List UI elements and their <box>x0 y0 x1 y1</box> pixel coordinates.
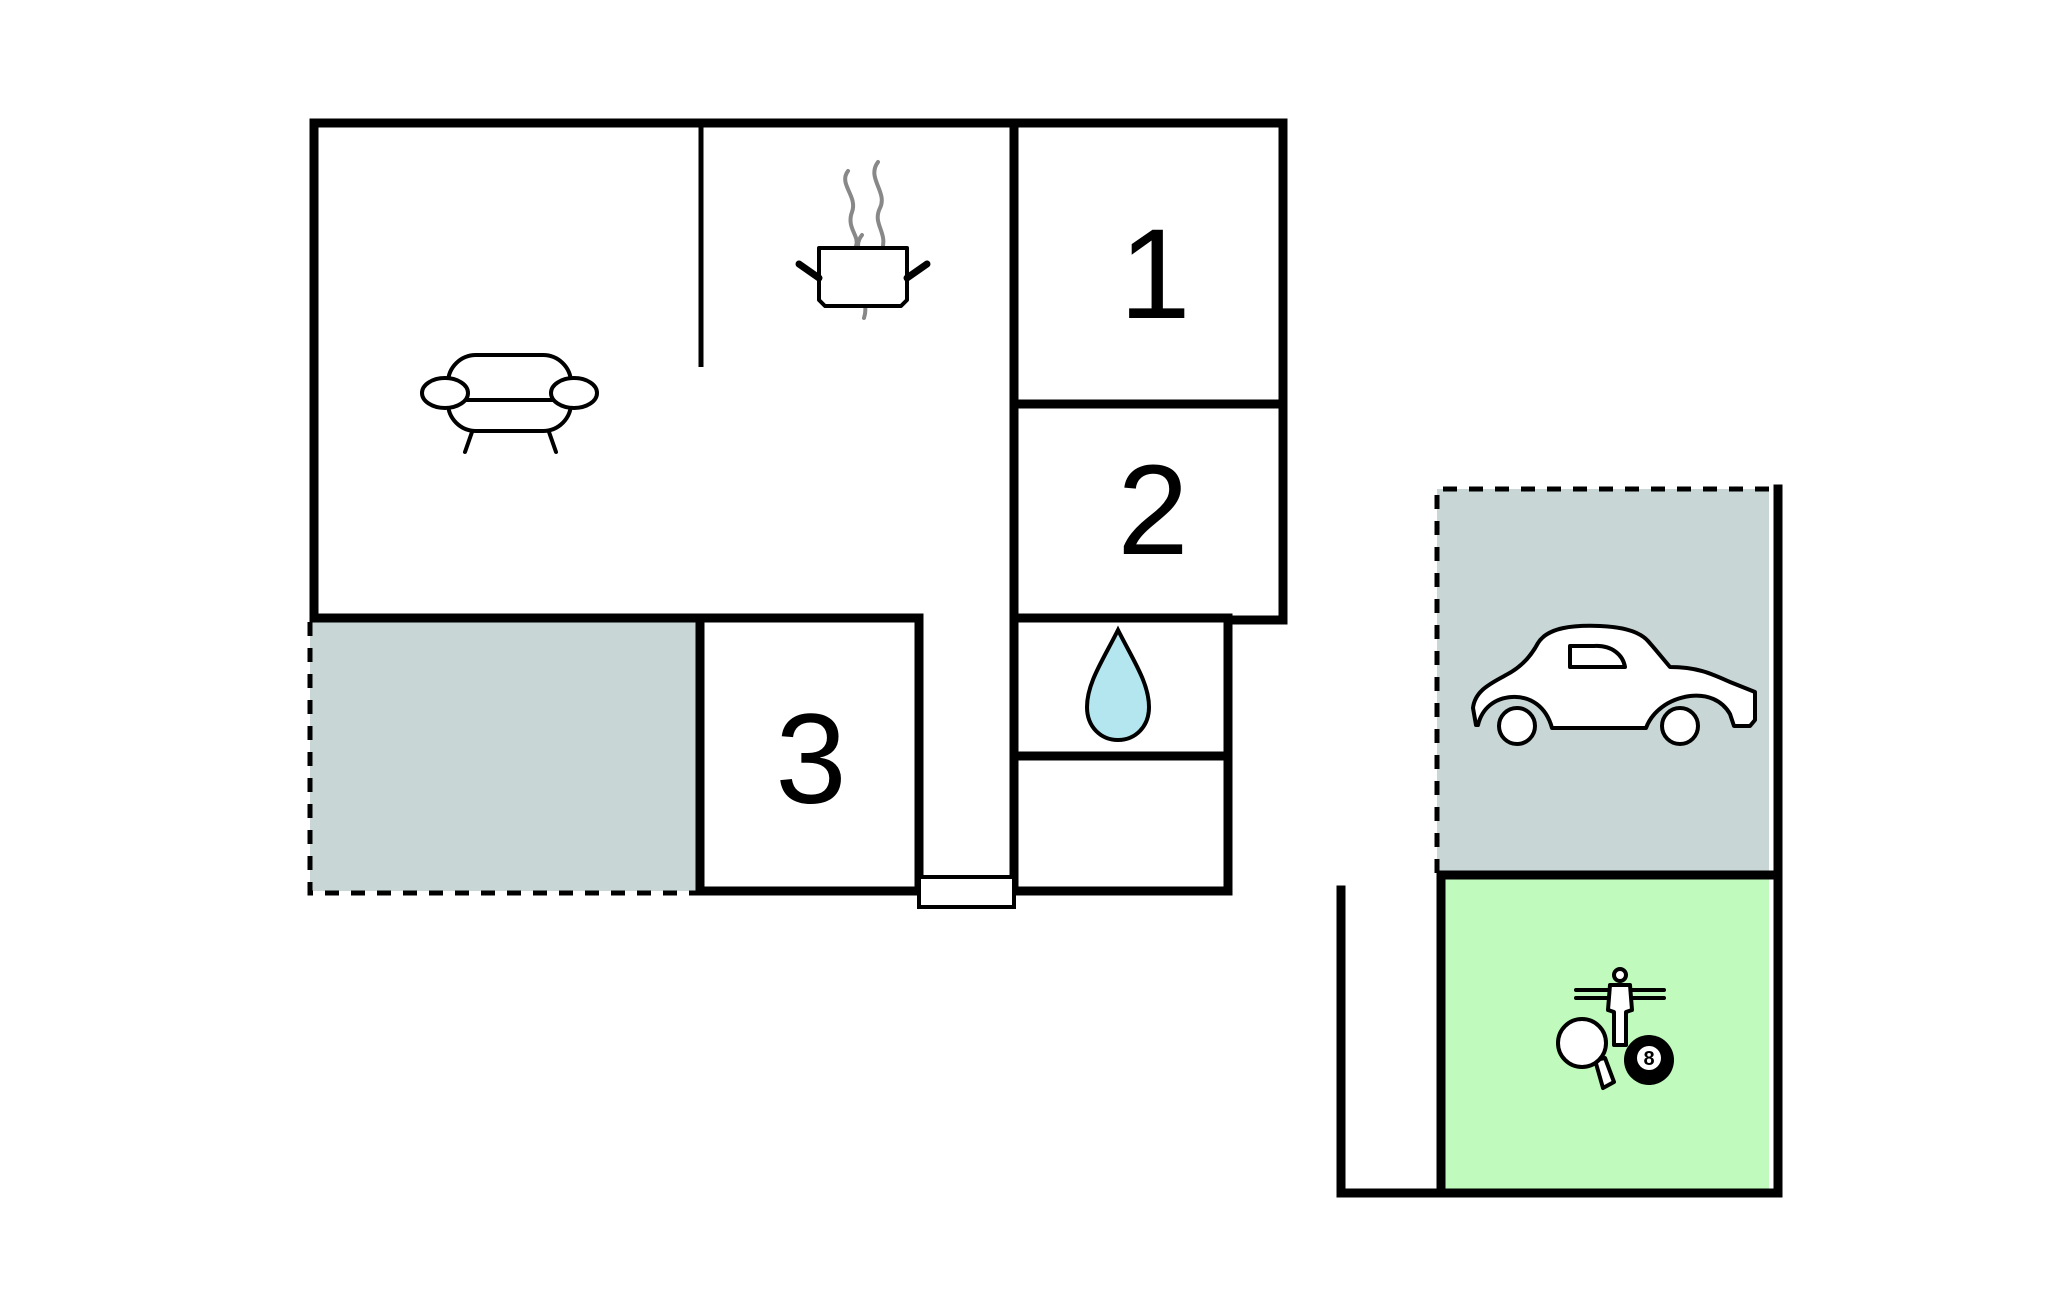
room-number-1: 1 <box>1119 203 1190 346</box>
house-walls <box>309 118 1288 896</box>
sofa-icon <box>420 353 599 454</box>
car-icon <box>1471 623 1757 746</box>
cooking-pot-icon <box>795 160 931 320</box>
garage-outline <box>1434 486 1774 873</box>
entrance-step <box>917 875 1016 909</box>
terrace-area <box>310 622 696 891</box>
svg-text:8: 8 <box>1643 1048 1654 1070</box>
room-number-3: 3 <box>775 688 846 831</box>
table-football-icon <box>1574 967 1666 1047</box>
water-drop-icon <box>1084 625 1152 743</box>
annex-walls <box>1336 484 1783 1198</box>
room-number-2: 2 <box>1117 439 1188 582</box>
billiard-ball-icon: 8 <box>1624 1035 1674 1085</box>
table-tennis-icon <box>1556 1017 1616 1090</box>
terrace-outline <box>307 622 696 896</box>
